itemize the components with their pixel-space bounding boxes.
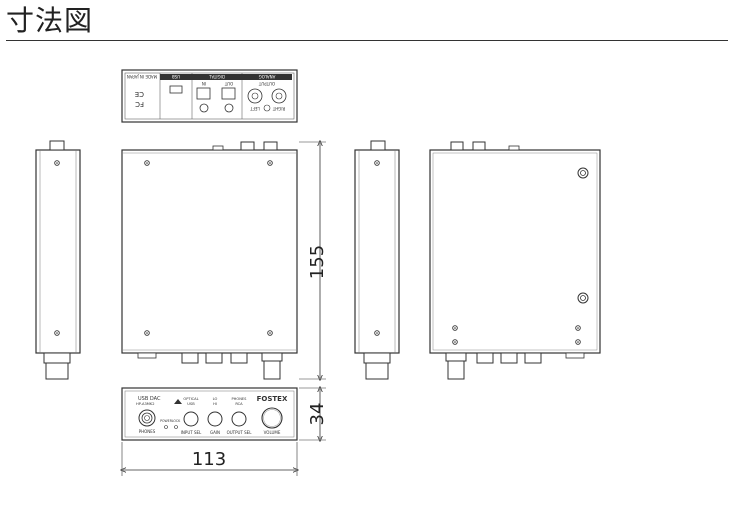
made-in-label: MADE IN JAPAN <box>127 74 157 79</box>
usb-label: USB <box>187 402 195 406</box>
coaxial-out-port-icon <box>224 103 234 113</box>
brand-logo: FOSTEX <box>257 395 288 403</box>
title-underline <box>6 40 728 41</box>
power-label: POWER <box>160 419 173 423</box>
depth-dimension: 155 <box>299 142 328 379</box>
model-line2: HP-A3MK2 <box>136 402 155 406</box>
input-sel-label: INPUT SEL <box>181 430 202 435</box>
gain-knob <box>207 411 223 427</box>
bottom-view <box>429 141 601 380</box>
optical-out-port-icon <box>221 87 236 100</box>
rca-left-port-icon <box>247 88 263 104</box>
digital-in-label: IN <box>202 81 206 86</box>
page-title: 寸法図 <box>6 4 94 37</box>
left-label: LEFT <box>250 106 260 111</box>
width-dimension: 113 <box>122 442 297 476</box>
model-line1: USB DAC <box>138 396 161 402</box>
output-label: OUTPUT <box>258 81 275 86</box>
width-value: 113 <box>192 449 226 470</box>
rca-right-port-icon <box>271 88 287 104</box>
rear-usb-label: USB <box>172 74 180 79</box>
right-label: RIGHT <box>272 106 285 111</box>
optical-in-port-icon <box>196 87 211 100</box>
rca-label: RCA <box>235 402 243 406</box>
fcc-mark-icon: FC <box>135 100 144 108</box>
rear-analog-label: ANALOG <box>259 74 276 79</box>
height-dimension: 34 <box>299 388 328 440</box>
volume-label: VOLUME <box>264 430 281 435</box>
hi-label: HI <box>213 402 217 406</box>
optical-label: OPTICAL <box>183 397 198 401</box>
left-side-view <box>35 140 81 380</box>
front-panel-view: USB DAC HP-A3MK2 PHONES POWER LOCK OPTIC… <box>121 387 298 441</box>
height-value: 34 <box>307 403 328 426</box>
depth-value: 155 <box>307 245 328 279</box>
ground-screw-icon <box>263 104 271 112</box>
right-side-view <box>354 140 400 380</box>
phones-label: PHONES <box>139 429 156 434</box>
triangle-marker-icon <box>174 399 182 404</box>
top-view <box>121 141 298 380</box>
phones-rca-label: PHONES <box>232 397 248 401</box>
digital-out-label: OUT <box>224 81 233 86</box>
rear-panel-view: USB DIGITAL ANALOG MADE IN JAPAN CE FC I… <box>121 69 298 123</box>
power-led-icon <box>164 425 168 429</box>
ce-mark-icon: CE <box>135 90 144 98</box>
gain-label: GAIN <box>210 430 220 435</box>
input-sel-knob <box>183 411 199 427</box>
rear-digital-label: DIGITAL <box>208 74 224 79</box>
lock-led-icon <box>174 425 178 429</box>
lo-label: LO <box>213 397 218 401</box>
output-sel-knob <box>231 411 247 427</box>
coaxial-in-port-icon <box>199 103 209 113</box>
lock-label: LOCK <box>172 419 181 423</box>
output-sel-label: OUTPUT SEL <box>227 430 253 435</box>
volume-knob <box>261 407 283 429</box>
usb-port-icon <box>169 85 183 94</box>
phones-jack-icon <box>138 409 156 427</box>
